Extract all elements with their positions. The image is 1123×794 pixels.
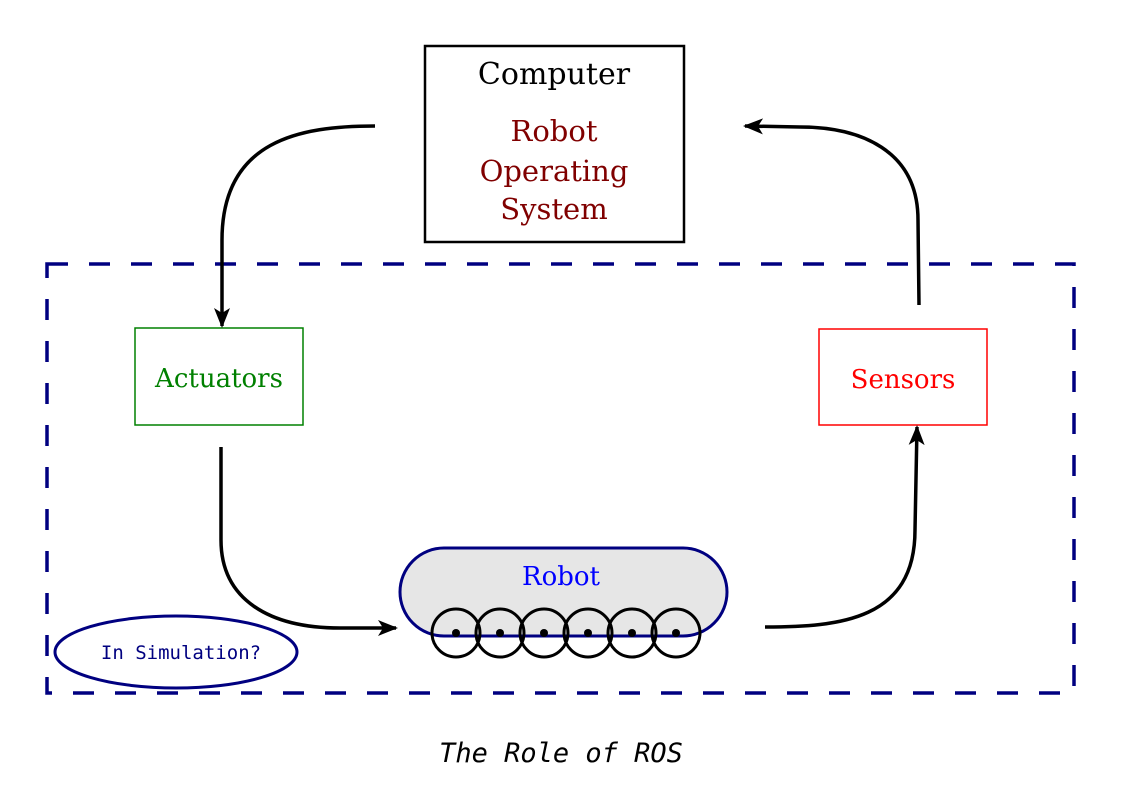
- computer-title: Computer: [478, 57, 631, 92]
- robot: Robot: [398, 546, 729, 659]
- robot-label: Robot: [522, 562, 601, 592]
- simulation-label: In Simulation?: [101, 642, 261, 664]
- wheel: [650, 607, 702, 659]
- wheel-axle: [452, 629, 460, 637]
- arrow-actuators-to-robot: [219, 447, 398, 636]
- ros-line-2: Operating: [480, 154, 629, 188]
- wheel-axle: [496, 629, 504, 637]
- wheel-axle: [628, 629, 636, 637]
- wheel: [606, 607, 658, 659]
- robot-wheels: [430, 607, 702, 659]
- arrow-computer-to-actuators: [214, 124, 376, 328]
- arrow-sensors-to-computer: [743, 118, 921, 306]
- computer-box: Computer Robot Operating System: [423, 44, 686, 244]
- actuators-box: Actuators: [134, 327, 304, 426]
- wheel: [562, 607, 614, 659]
- ros-line-3: System: [500, 192, 607, 226]
- arrow-robot-to-sensors: [764, 425, 925, 629]
- simulation-boundary: [45, 262, 1076, 695]
- ros-line-1: Robot: [511, 114, 598, 148]
- wheel-axle: [540, 629, 548, 637]
- sensors-label: Sensors: [851, 365, 956, 395]
- wheel: [474, 607, 526, 659]
- wheel-axle: [672, 629, 680, 637]
- actuators-label: Actuators: [154, 364, 283, 394]
- wheel: [518, 607, 570, 659]
- simulation-ellipse: In Simulation?: [53, 614, 299, 690]
- sensors-box: Sensors: [818, 328, 988, 426]
- wheel-axle: [584, 629, 592, 637]
- wheel: [430, 607, 482, 659]
- diagram-caption: The Role of ROS: [439, 738, 683, 769]
